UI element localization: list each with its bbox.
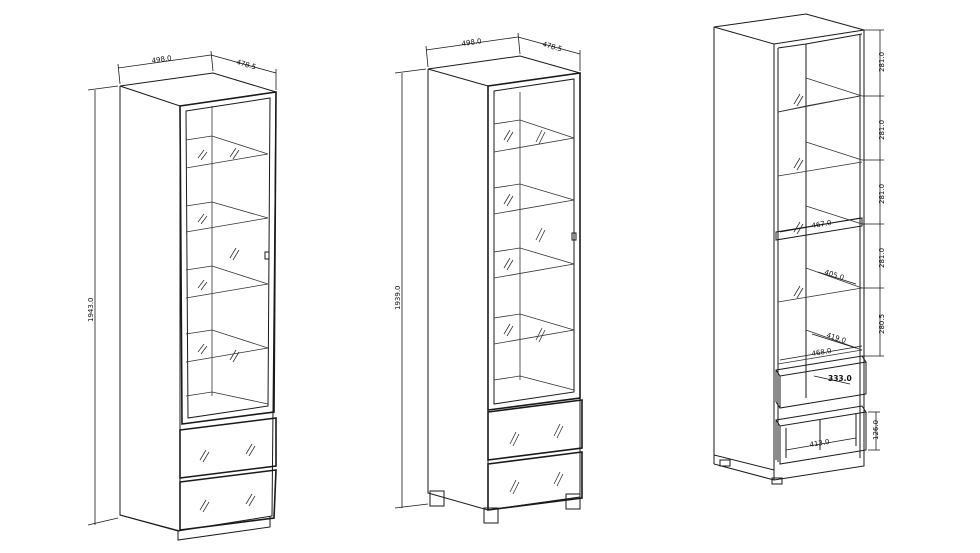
door-handle <box>571 232 577 241</box>
leg <box>483 507 499 524</box>
dim-middle-width: 498.0 <box>425 32 521 68</box>
dim-left-width: 498.0 <box>117 50 214 85</box>
dim-middle-depth-label: 478.5 <box>541 40 562 53</box>
dim-left-depth-label: 478.5 <box>235 58 256 71</box>
dim-middle-height-label: 1939.0 <box>394 286 402 311</box>
dim-drawer-depth: 333.0 <box>828 374 852 383</box>
dim-shelf-spacing-2: 281.0 <box>878 120 886 140</box>
cabinet-left-body <box>119 86 277 532</box>
dim-left-depth: 478.5 <box>210 54 277 90</box>
dim-shelf-spacing-1: 281.0 <box>878 52 886 72</box>
cabinet-middle-glass-door <box>487 72 581 411</box>
dim-middle-depth: 478.5 <box>517 36 581 71</box>
leg <box>429 490 445 507</box>
dim-shelf-spacing-3: 281.0 <box>878 184 886 204</box>
cabinet-left: 498.0 478.5 1943.0 <box>87 50 277 541</box>
dim-left-width-label: 498.0 <box>151 54 172 65</box>
dim-shelf-spacing-4: 281.0 <box>878 248 886 268</box>
dim-shelf-spacing-5: 280.5 <box>878 314 886 334</box>
dim-middle-width-label: 498.0 <box>461 37 482 48</box>
leg <box>565 493 581 510</box>
dim-shelf-depth: 405.0 <box>823 268 845 282</box>
cabinet-middle: 498.0 478.5 1939.0 <box>394 32 583 524</box>
cabinet-middle-drawer-top <box>487 399 583 461</box>
cabinet-right: 281.0 281.0 281.0 281.0 280.5 467.0 405.… <box>713 13 886 485</box>
cabinet-left-drawer-top <box>179 417 277 479</box>
dim-shelf-inner-depth: 419.0 <box>825 331 847 345</box>
dim-drawer-width: 468.0 <box>811 347 832 358</box>
cabinet-left-glass-door <box>179 91 277 425</box>
cabinet-middle-drawer-bottom <box>487 451 583 511</box>
cabinet-left-drawer-bottom <box>179 469 277 531</box>
dim-inner-width: 467.0 <box>811 219 832 230</box>
dim-lower-drawer-width: 413.0 <box>809 438 830 449</box>
dim-middle-height: 1939.0 <box>394 68 429 509</box>
door-handle <box>264 251 270 260</box>
dim-left-height-label: 1943.0 <box>87 298 95 323</box>
dim-lower-drawer-height: 126.0 <box>872 420 880 440</box>
cabinet-right-top <box>713 13 865 45</box>
dim-left-height: 1943.0 <box>87 85 119 526</box>
